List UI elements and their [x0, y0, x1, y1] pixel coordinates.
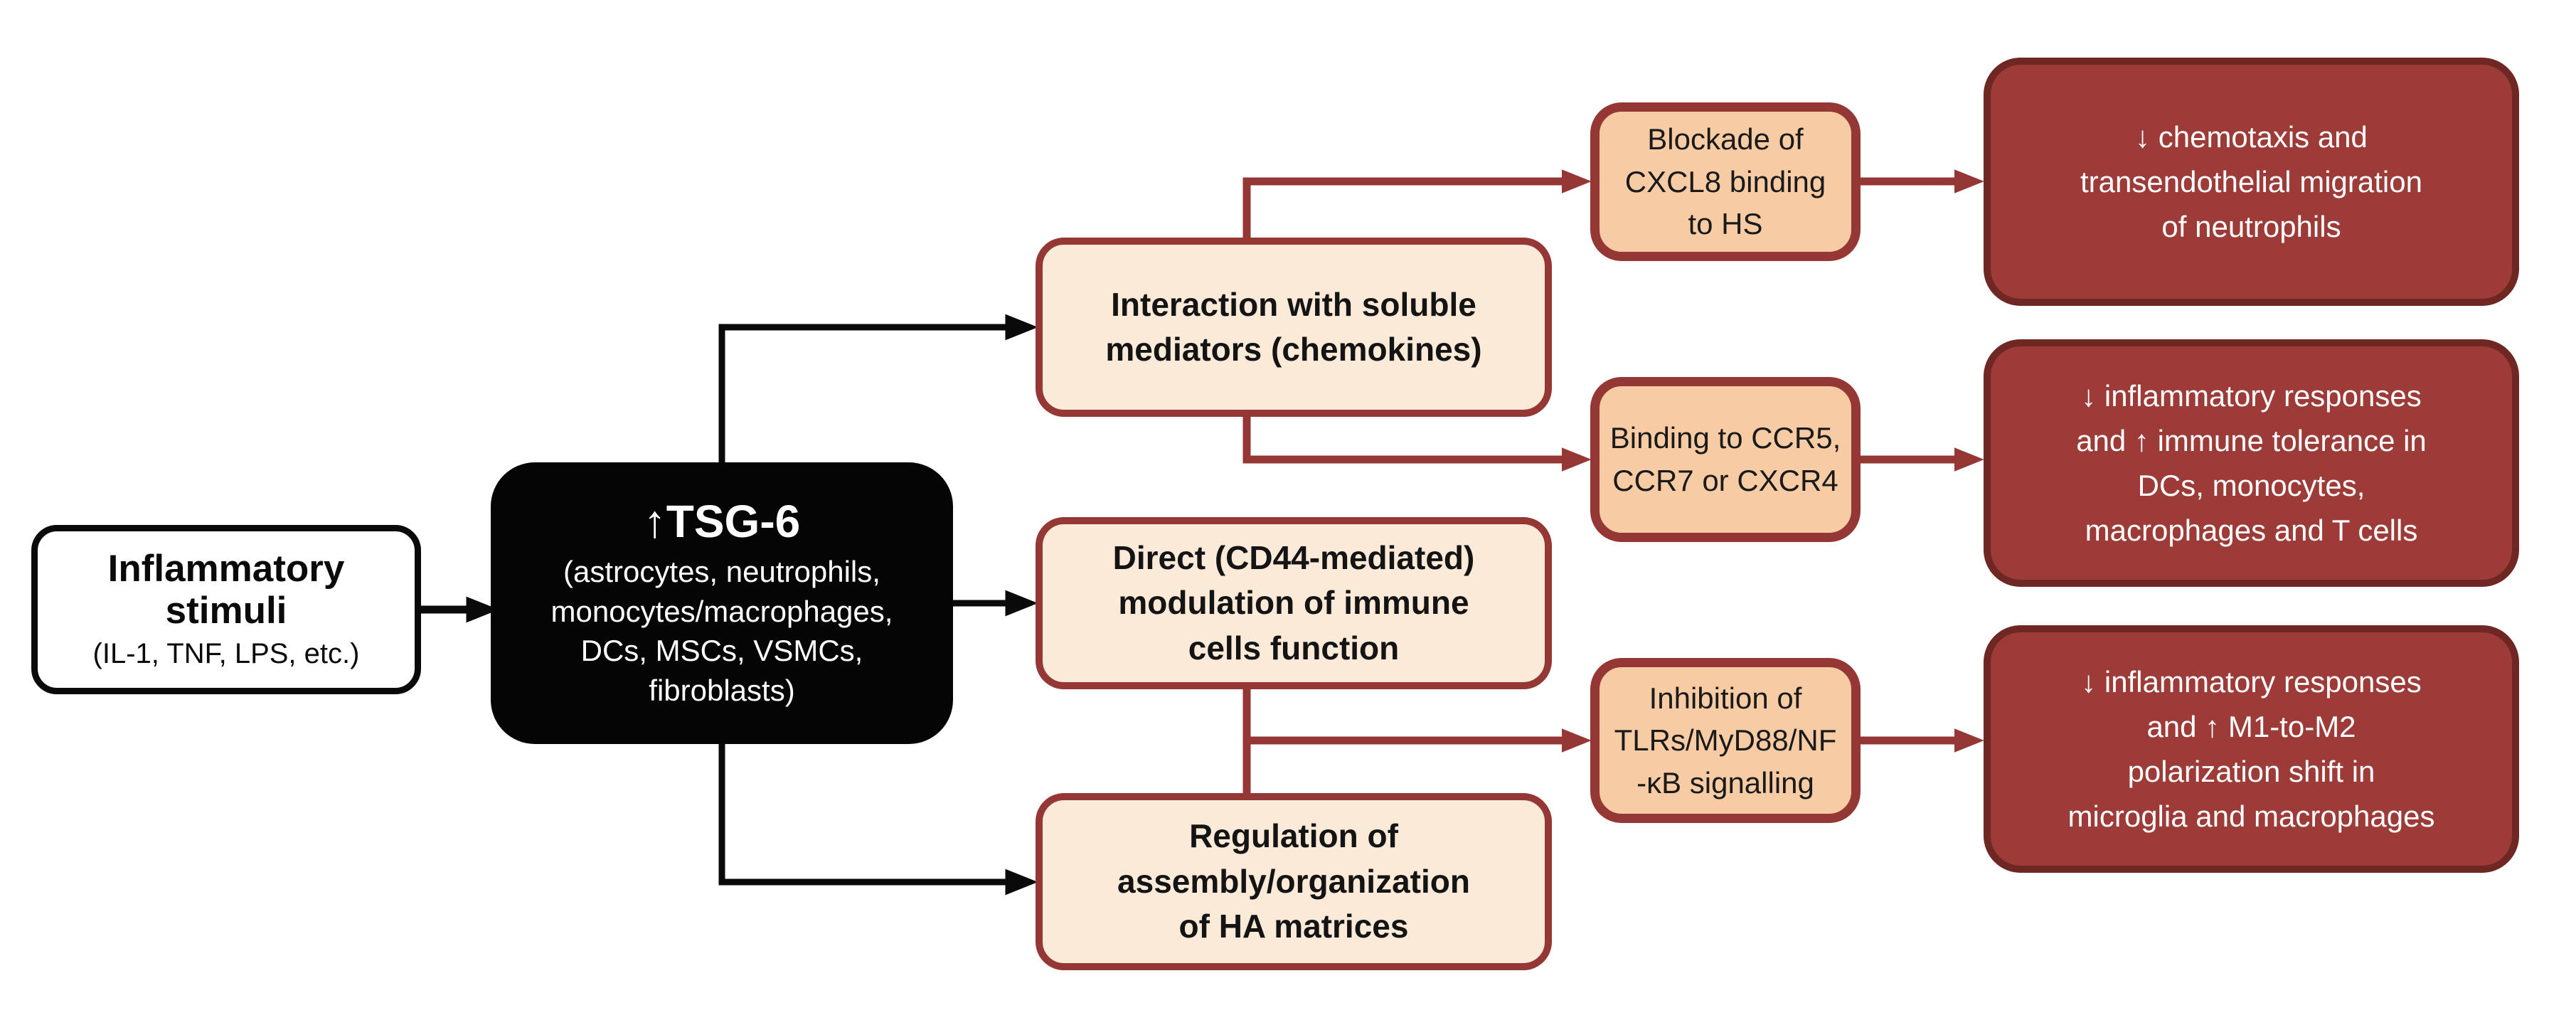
outcome-box-neutrophil-migration: ↓ chemotaxis and transendothelial migrat… [1984, 58, 2519, 306]
mechanism-box-cd44-modulation: Direct (CD44-mediated) modulation of imm… [1036, 517, 1552, 689]
outcome-label: ↓ inflammatory responses and ↑ immune to… [2076, 379, 2427, 547]
outcome-box-m1-m2-polarization: ↓ inflammatory responses and ↑ M1-to-M2 … [1984, 625, 2519, 873]
inflammatory-stimuli-box: Inflammatory stimuli (IL-1, TNF, LPS, et… [31, 525, 421, 694]
mechanism-label: Interaction with soluble mediators (chem… [1105, 285, 1482, 368]
mechanism-label: Regulation of assembly/organization of H… [1117, 817, 1470, 945]
inflammatory-stimuli-examples: (IL-1, TNF, LPS, etc.) [92, 638, 360, 670]
outcome-label: ↓ inflammatory responses and ↑ M1-to-M2 … [2067, 665, 2435, 833]
tsg6-title: ↑TSG-6 [643, 495, 801, 547]
tsg6-hub-box: ↑TSG-6 (astrocytes, neutrophils, monocyt… [491, 462, 953, 744]
arrow-mechanism-1-to-blockade [1242, 169, 1592, 239]
outcome-label: ↓ chemotaxis and transendothelial migrat… [2080, 120, 2422, 243]
mechanism-box-ha-matrices: Regulation of assembly/organization of H… [1036, 793, 1552, 970]
arrow-mechanism-1-to-binding [1242, 415, 1592, 472]
mechanism-label: Direct (CD44-mediated) modulation of imm… [1112, 538, 1475, 666]
outcome-box-immune-tolerance: ↓ inflammatory responses and ↑ immune to… [1984, 339, 2519, 587]
inflammatory-stimuli-title: Inflammatory stimuli [107, 547, 345, 632]
arrow-tsg6-to-mechanism-3 [718, 743, 1038, 896]
intermediate-label: Inhibition of TLRs/MyD88/NF -κB signalli… [1614, 681, 1837, 800]
mechanism-box-soluble-mediators: Interaction with soluble mediators (chem… [1036, 238, 1552, 417]
intermediate-label: Binding to CCR5, CCR7 or CXCR4 [1609, 421, 1841, 497]
arrow-tsg6-to-mechanism-1 [718, 314, 1038, 464]
tsg6-cell-sources: (astrocytes, neutrophils, monocytes/macr… [550, 555, 893, 707]
intermediate-box-ccr-binding: Binding to CCR5, CCR7 or CXCR4 [1590, 377, 1861, 542]
intermediate-box-cxcl8-blockade: Blockade of CXCL8 binding to HS [1590, 102, 1861, 261]
intermediate-label: Blockade of CXCL8 binding to HS [1624, 122, 1826, 241]
intermediate-box-tlr-inhibition: Inhibition of TLRs/MyD88/NF -κB signalli… [1590, 658, 1861, 823]
